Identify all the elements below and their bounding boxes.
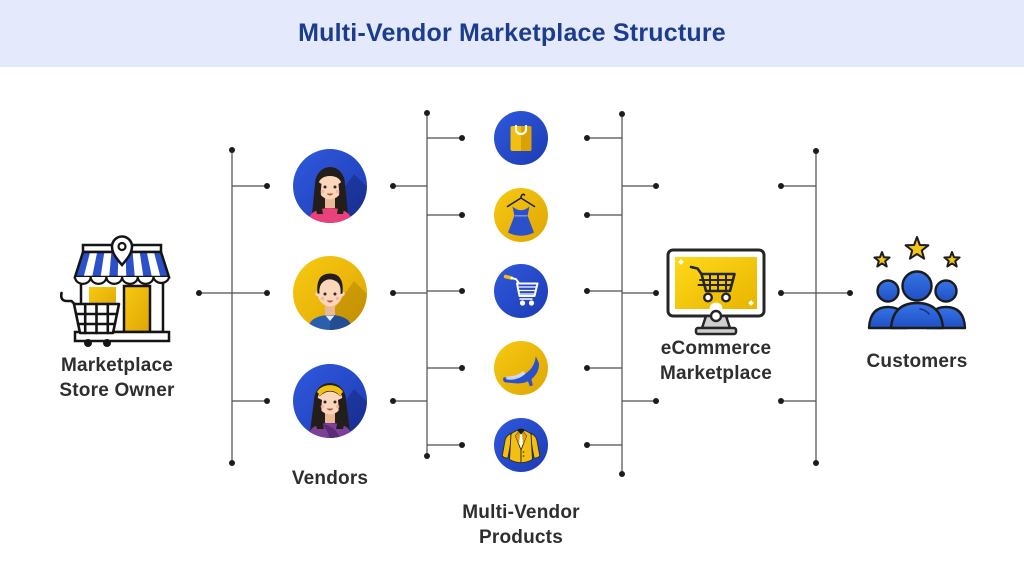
monitor-cart-icon [666, 248, 766, 336]
storefront-cart-icon [59, 235, 171, 347]
shopping-cart-icon [494, 264, 548, 318]
customers-label: Customers [866, 351, 968, 372]
star-icon [904, 236, 930, 260]
products-label: Multi-Vendor Products [462, 502, 580, 548]
ecommerce-marketplace-label: eCommerce Marketplace [659, 338, 773, 384]
dress-icon [494, 188, 548, 242]
shopping-bag-icon [494, 111, 548, 165]
high-heel-icon [494, 341, 548, 395]
vendors-label: Vendors [291, 468, 369, 489]
header-banner: Multi-Vendor Marketplace Structure [0, 0, 1024, 67]
star-icon [943, 251, 961, 268]
store-owner-label: Marketplace Store Owner [59, 355, 175, 401]
star-icon [873, 251, 891, 268]
page-title: Multi-Vendor Marketplace Structure [298, 19, 726, 47]
customer-group-stars-icon [867, 236, 967, 330]
vendor-woman-headband-avatar [293, 364, 367, 438]
vendor-woman-avatar [293, 149, 367, 223]
vendor-man-avatar [293, 256, 367, 330]
coat-icon [494, 418, 548, 472]
